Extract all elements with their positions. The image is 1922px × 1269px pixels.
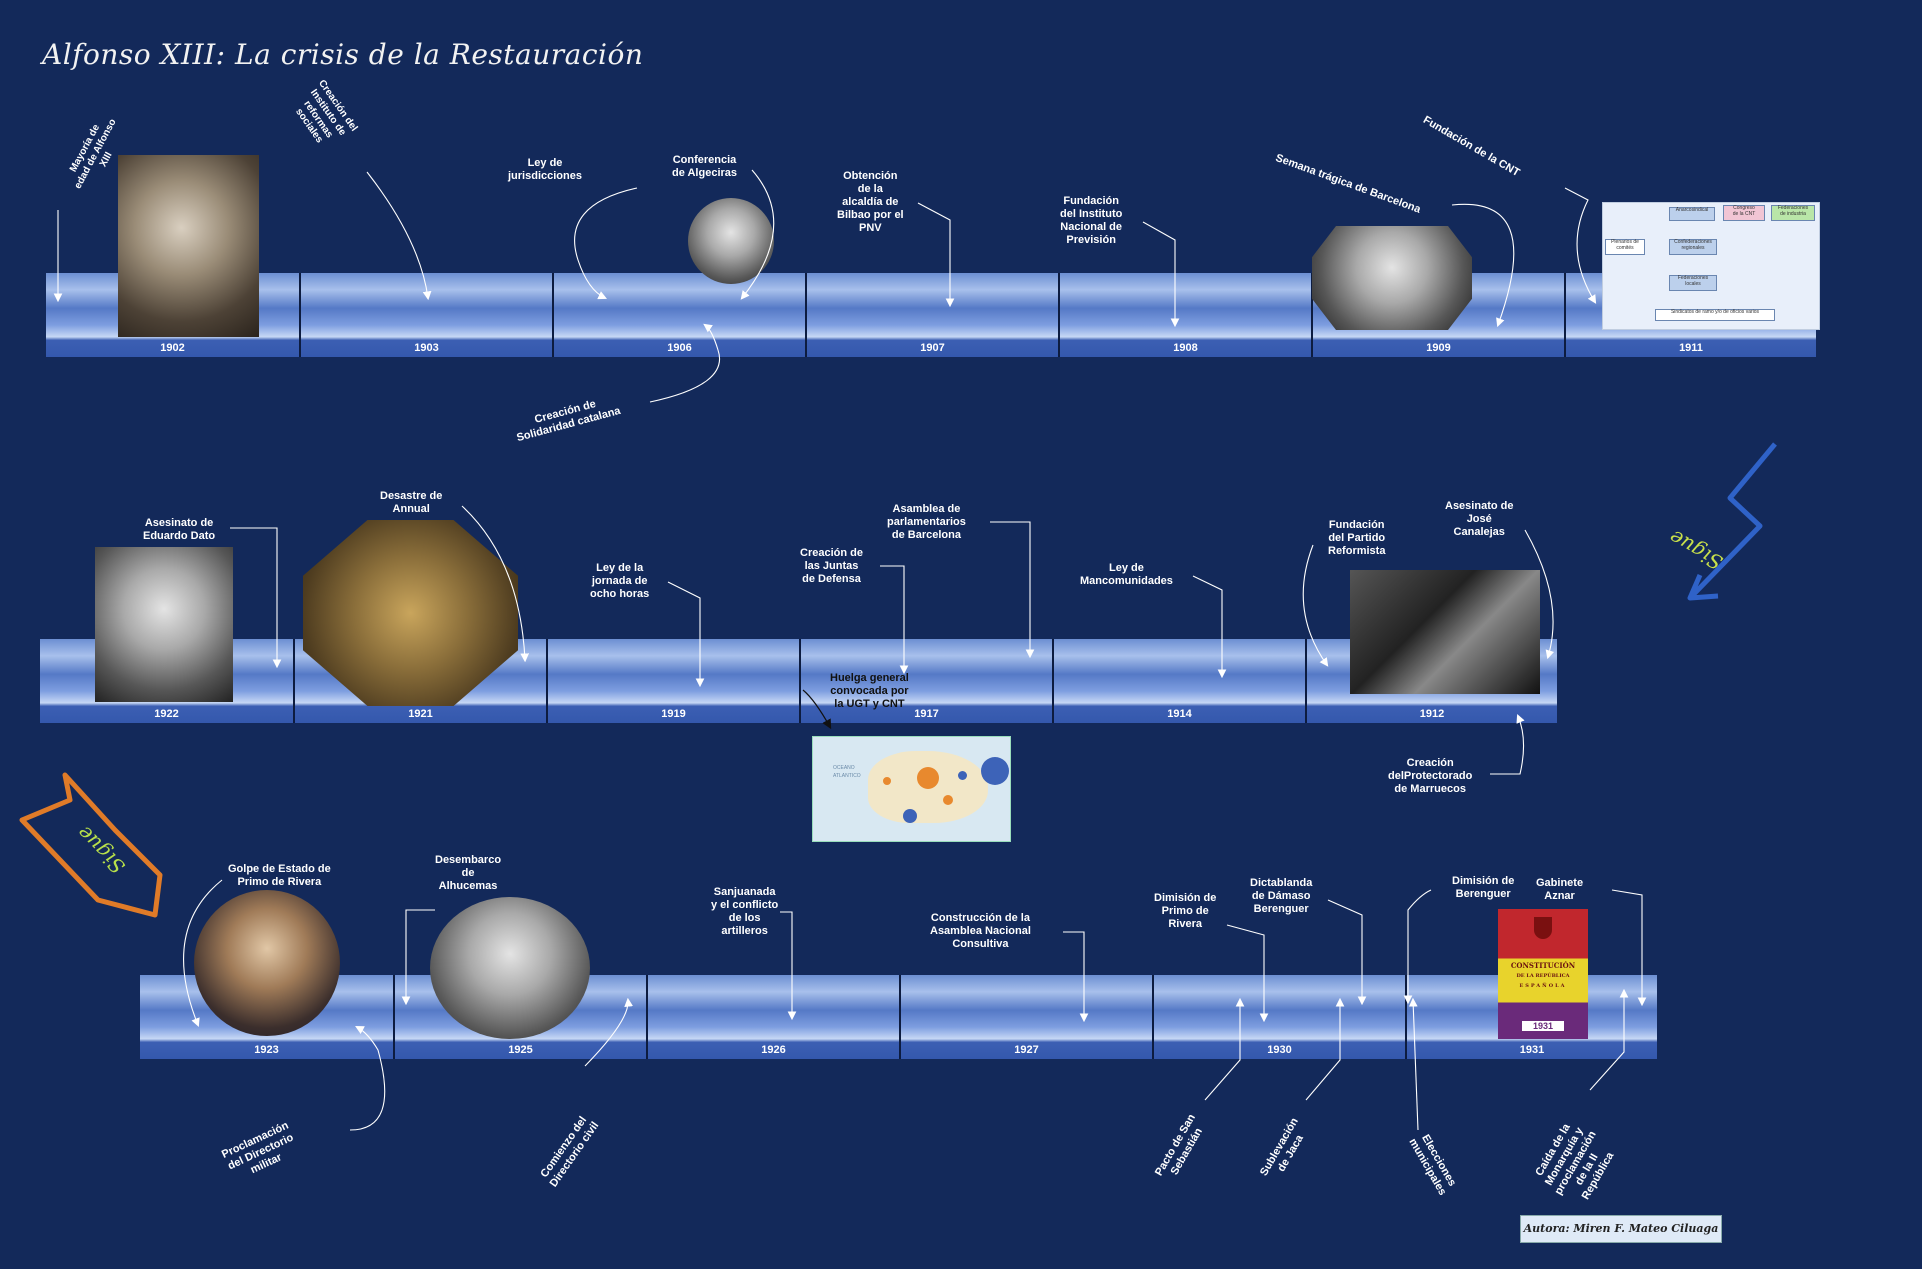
map-sea-label: ATLANTICO xyxy=(833,773,861,779)
year-label: 1909 xyxy=(1426,342,1451,354)
year-label: 1930 xyxy=(1267,1044,1292,1056)
year-segment: 1921 xyxy=(293,639,546,723)
year-label: 1914 xyxy=(1167,708,1192,720)
strike-pie xyxy=(958,771,967,780)
year-segment: 1919 xyxy=(546,639,799,723)
year-label: 1927 xyxy=(1014,1044,1039,1056)
strike-pie xyxy=(943,795,953,805)
event-label: Sanjuanada y el conflicto de los artille… xyxy=(711,886,779,937)
chart-box: Federaciones de industria xyxy=(1771,205,1815,221)
year-segment: 1927 xyxy=(899,975,1152,1059)
event-label: Fundación del Instituto Nacional de Prev… xyxy=(1060,195,1123,246)
sigue-arrow-blue xyxy=(1687,442,1777,601)
chart-box: Sindicatos de ramo y/o de oficios varios xyxy=(1655,309,1775,321)
constitution-1931-cover: CONSTITUCIÓN DE LA REPÚBLICA ESPAÑOLA 19… xyxy=(1498,909,1588,1039)
year-label: 1911 xyxy=(1679,342,1703,354)
constitution-title: CONSTITUCIÓN xyxy=(1510,961,1576,970)
chart-box: Anarcosindical xyxy=(1669,207,1715,221)
constitution-year: 1931 xyxy=(1522,1021,1564,1031)
timeline-row-1: 1902 1903 1906 1907 1908 1909 1911 xyxy=(46,273,1816,357)
chart-box: Federaciones locales xyxy=(1669,275,1717,291)
strike-map: OCEANO ATLANTICO xyxy=(812,736,1011,842)
year-segment: 1912 xyxy=(1305,639,1557,723)
event-label: Obtención de la alcaldía de Bilbao por e… xyxy=(837,170,904,234)
cnt-org-chart: Anarcosindical Congreso de la CNT Federa… xyxy=(1602,202,1820,330)
year-label: 1926 xyxy=(761,1044,786,1056)
event-label: Huelga general convocada por la UGT y CN… xyxy=(830,672,909,710)
year-segment: 1922 xyxy=(40,639,293,723)
year-label: 1931 xyxy=(1519,1044,1545,1056)
year-segment: 1908 xyxy=(1058,273,1311,357)
year-label: 1925 xyxy=(508,1044,533,1056)
event-label: Ley de jurisdicciones xyxy=(508,157,582,182)
year-segment: 1911 xyxy=(1564,273,1816,357)
event-label: Dimisión de Berenguer xyxy=(1452,875,1515,900)
year-segment: 1925 xyxy=(393,975,646,1059)
year-label: 1912 xyxy=(1419,708,1445,720)
event-label: Dictablanda de Dámaso Berenguer xyxy=(1250,877,1313,915)
event-label: Conferencia de Algeciras xyxy=(672,154,738,179)
event-label: Golpe de Estado de Primo de Rivera xyxy=(228,863,331,888)
chart-box: Confederaciones regionales xyxy=(1669,239,1717,255)
annual-disaster-painting xyxy=(303,520,518,706)
year-segment: 1923 xyxy=(140,975,393,1059)
event-label: Asamblea de parlamentarios de Barcelona xyxy=(887,503,966,541)
strike-pie xyxy=(981,757,1009,785)
event-label: Creación delProtectorado de Marruecos xyxy=(1388,757,1473,795)
event-label: Creación de las Juntas de Defensa xyxy=(800,547,863,585)
year-label: 1903 xyxy=(414,342,439,354)
chart-box: Congreso de la CNT xyxy=(1723,205,1765,221)
year-segment: 1926 xyxy=(646,975,899,1059)
timeline-row-3: 1923 1925 1926 1927 1930 1931 xyxy=(140,975,1657,1059)
event-label: Ley de la jornada de ocho horas xyxy=(590,562,650,600)
year-segment: 1930 xyxy=(1152,975,1405,1059)
event-label: Desastre de Annual xyxy=(380,490,443,515)
year-label: 1908 xyxy=(1173,342,1198,354)
event-label: Asesinato de Eduardo Dato xyxy=(143,517,216,542)
year-segment: 1931 xyxy=(1405,975,1657,1059)
event-label: Construcción de la Asamblea Nacional Con… xyxy=(930,912,1031,950)
event-label: Desembarco de Alhucemas xyxy=(435,854,502,892)
year-label: 1906 xyxy=(667,342,692,354)
year-segment: 1903 xyxy=(299,273,552,357)
year-segment: 1917 xyxy=(799,639,1052,723)
constitution-subtitle: ESPAÑOLA xyxy=(1519,983,1567,989)
eduardo-dato-portrait xyxy=(95,547,233,702)
barcelona-photo xyxy=(1312,226,1472,330)
page-title: Alfonso XIII: La crisis de la Restauraci… xyxy=(42,38,644,71)
alfonso-xiii-portrait xyxy=(118,155,259,337)
strike-pie xyxy=(903,809,917,823)
year-label: 1917 xyxy=(914,708,939,720)
coat-of-arms-icon xyxy=(1534,917,1552,939)
year-label: 1923 xyxy=(254,1044,279,1056)
alhucemas-photo xyxy=(430,897,590,1039)
primo-de-rivera-portrait xyxy=(194,890,340,1036)
event-label: Ley de Mancomunidades xyxy=(1080,562,1173,587)
year-segment: 1907 xyxy=(805,273,1058,357)
year-segment: 1906 xyxy=(552,273,805,357)
author-credit: Autora: Miren F. Mateo Ciluaga xyxy=(1520,1215,1722,1243)
event-label: Dimisión de Primo de Rivera xyxy=(1154,892,1217,930)
sigue-arrow-orange xyxy=(19,772,163,918)
constitution-subtitle: DE LA REPÚBLICA xyxy=(1516,973,1570,979)
year-segment: 1902 xyxy=(46,273,299,357)
algeciras-photo xyxy=(688,198,774,284)
year-label: 1902 xyxy=(160,342,185,354)
map-sea-label: OCEANO xyxy=(833,765,855,771)
year-label: 1907 xyxy=(920,342,945,354)
timeline-row-2: 1922 1921 1919 1917 1914 1912 xyxy=(40,639,1557,723)
strike-pie xyxy=(917,767,939,789)
year-label: 1921 xyxy=(408,708,433,720)
strike-pie xyxy=(883,777,891,785)
event-label: Gabinete Aznar xyxy=(1536,877,1584,902)
year-segment: 1914 xyxy=(1052,639,1305,723)
year-label: 1922 xyxy=(154,708,179,720)
event-label: Asesinato de José Canalejas xyxy=(1445,500,1514,538)
year-label: 1919 xyxy=(661,708,686,720)
canalejas-photo xyxy=(1350,570,1540,694)
event-label: Fundación del Partido Reformista xyxy=(1328,519,1386,557)
year-segment: 1909 xyxy=(1311,273,1564,357)
chart-box: Plenarios de comités xyxy=(1605,239,1645,255)
